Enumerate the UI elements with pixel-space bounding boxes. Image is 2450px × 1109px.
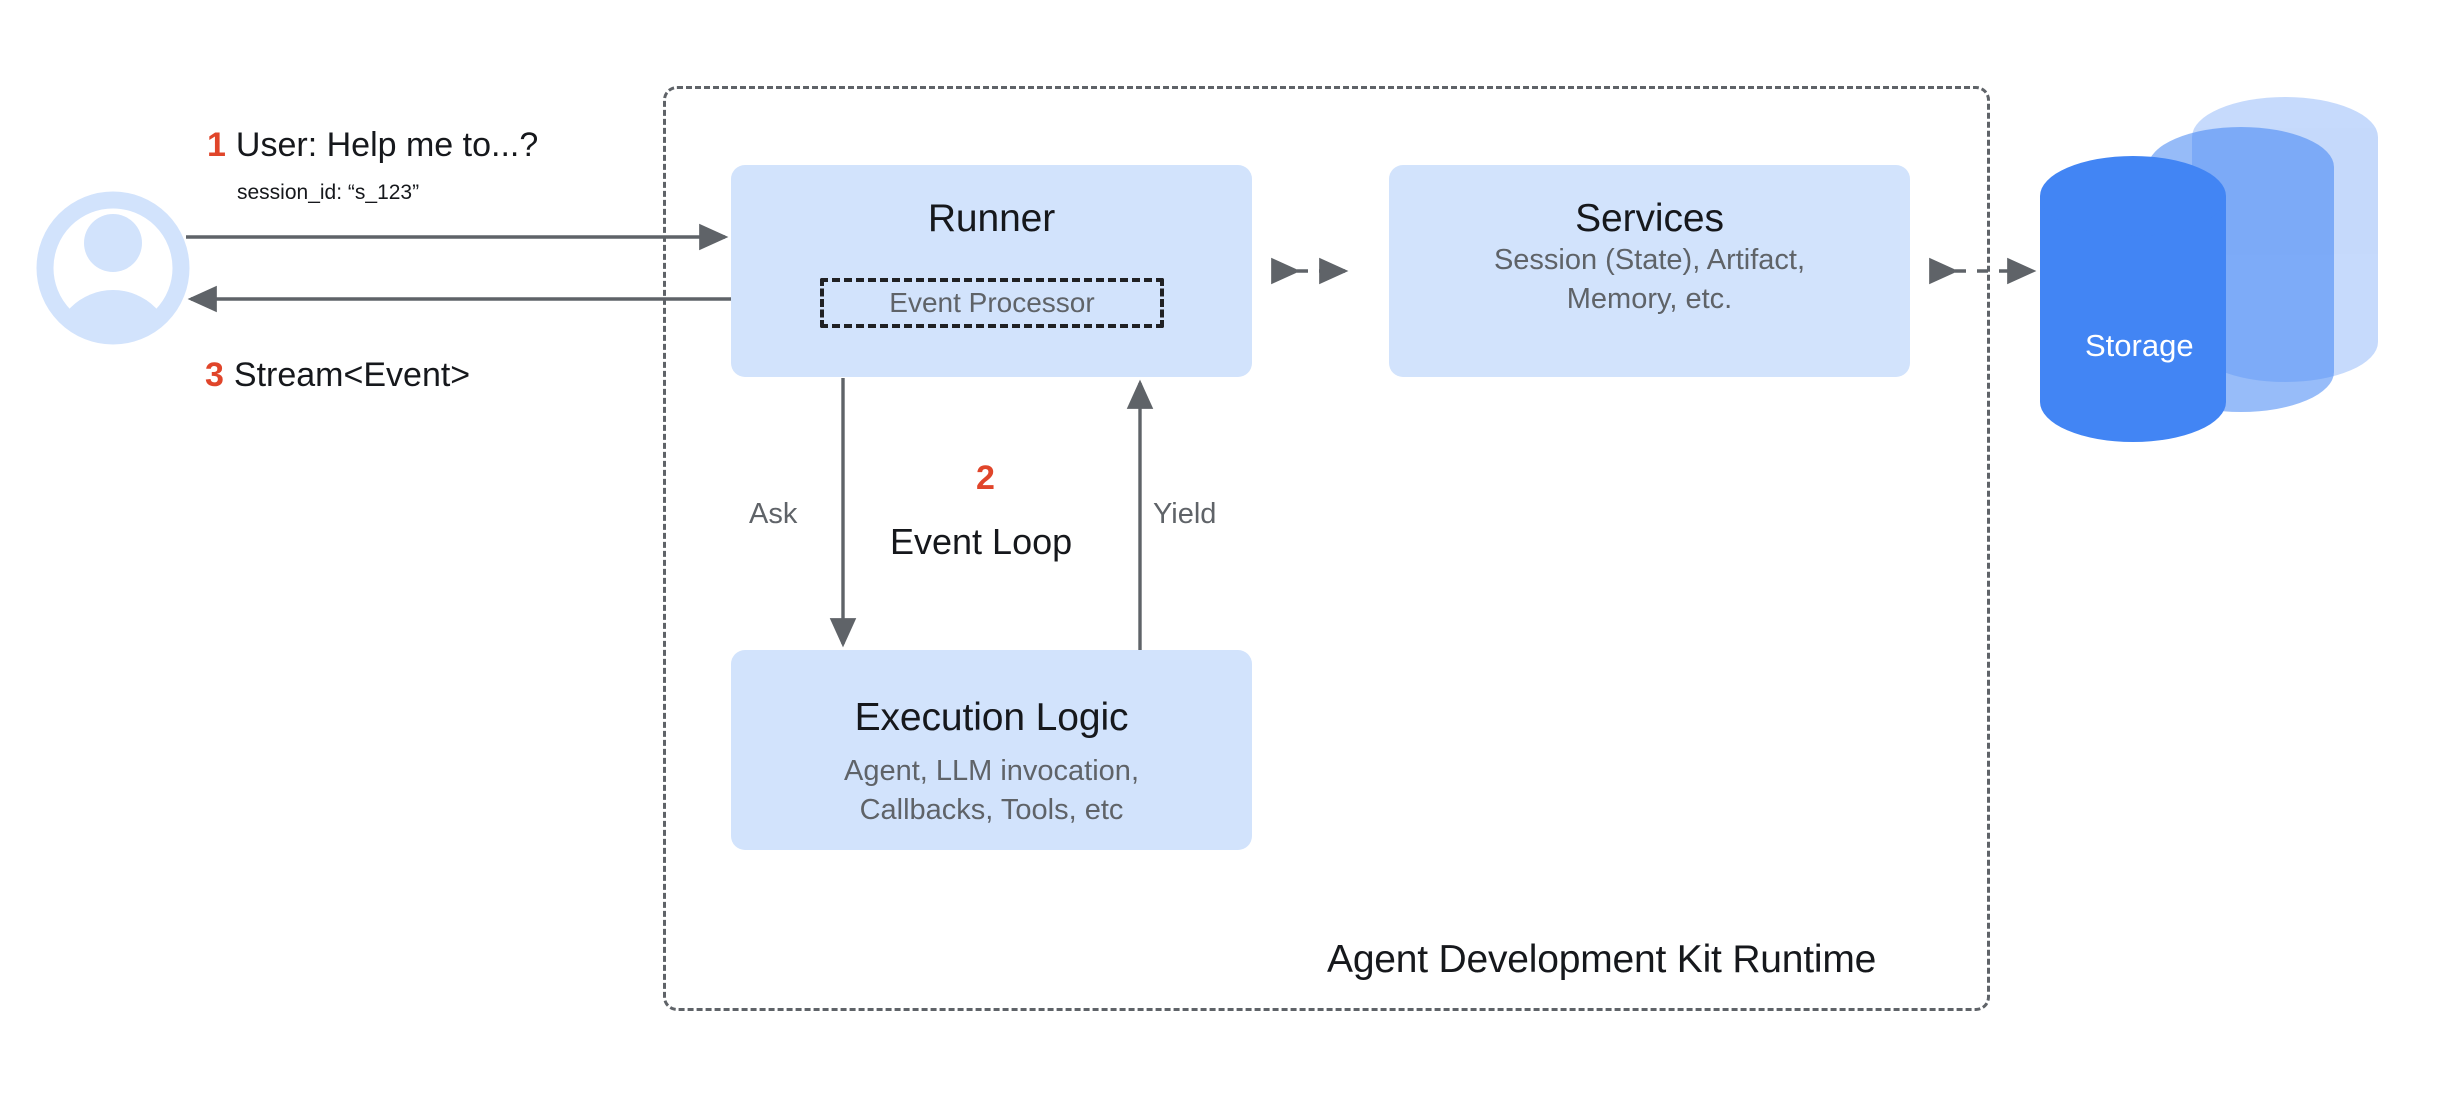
step-number-1: 1 [207,126,226,164]
node-execution-logic[interactable]: Execution Logic Agent, LLM invocation, C… [731,650,1252,850]
services-subtitle-line-2: Memory, etc. [1566,282,1733,315]
services-title: Services [1575,197,1724,240]
execution-logic-subtitle: Agent, LLM invocation, Callbacks, Tools,… [844,752,1139,829]
storage-label: Storage [2085,328,2194,363]
response-text: Stream<Event> [233,356,471,394]
adk-runtime-boundary [663,86,1990,1011]
request-text: User: Help me to...? [235,126,539,164]
runner-title: Runner [927,197,1056,240]
step-number-3: 3 [205,356,224,394]
execution-logic-title: Execution Logic [854,696,1129,739]
execution-logic-subtitle-line-2: Callbacks, Tools, etc [859,793,1124,826]
session-id-annotation: session_id: “s_123” [237,181,420,204]
step-number-2: 2 [976,459,995,497]
event-processor-label: Event Processor [889,287,1095,318]
runtime-title: Agent Development Kit Runtime [1327,938,1877,981]
storage-cylinder-stack [2040,97,2378,442]
storage-cylinder-front [2040,156,2226,442]
user-avatar-icon [36,191,190,345]
ask-label: Ask [749,498,798,530]
event-processor-chip[interactable]: Event Processor [820,278,1164,328]
yield-label: Yield [1153,498,1217,530]
node-runner[interactable]: Runner [731,165,1252,377]
event-loop-label: Event Loop [890,521,1073,562]
node-services[interactable]: Services Session (State), Artifact, Memo… [1389,165,1910,377]
execution-logic-subtitle-line-1: Agent, LLM invocation, [843,755,1139,787]
services-subtitle: Session (State), Artifact, Memory, etc. [1494,241,1805,318]
services-subtitle-line-1: Session (State), Artifact, [1493,244,1806,276]
